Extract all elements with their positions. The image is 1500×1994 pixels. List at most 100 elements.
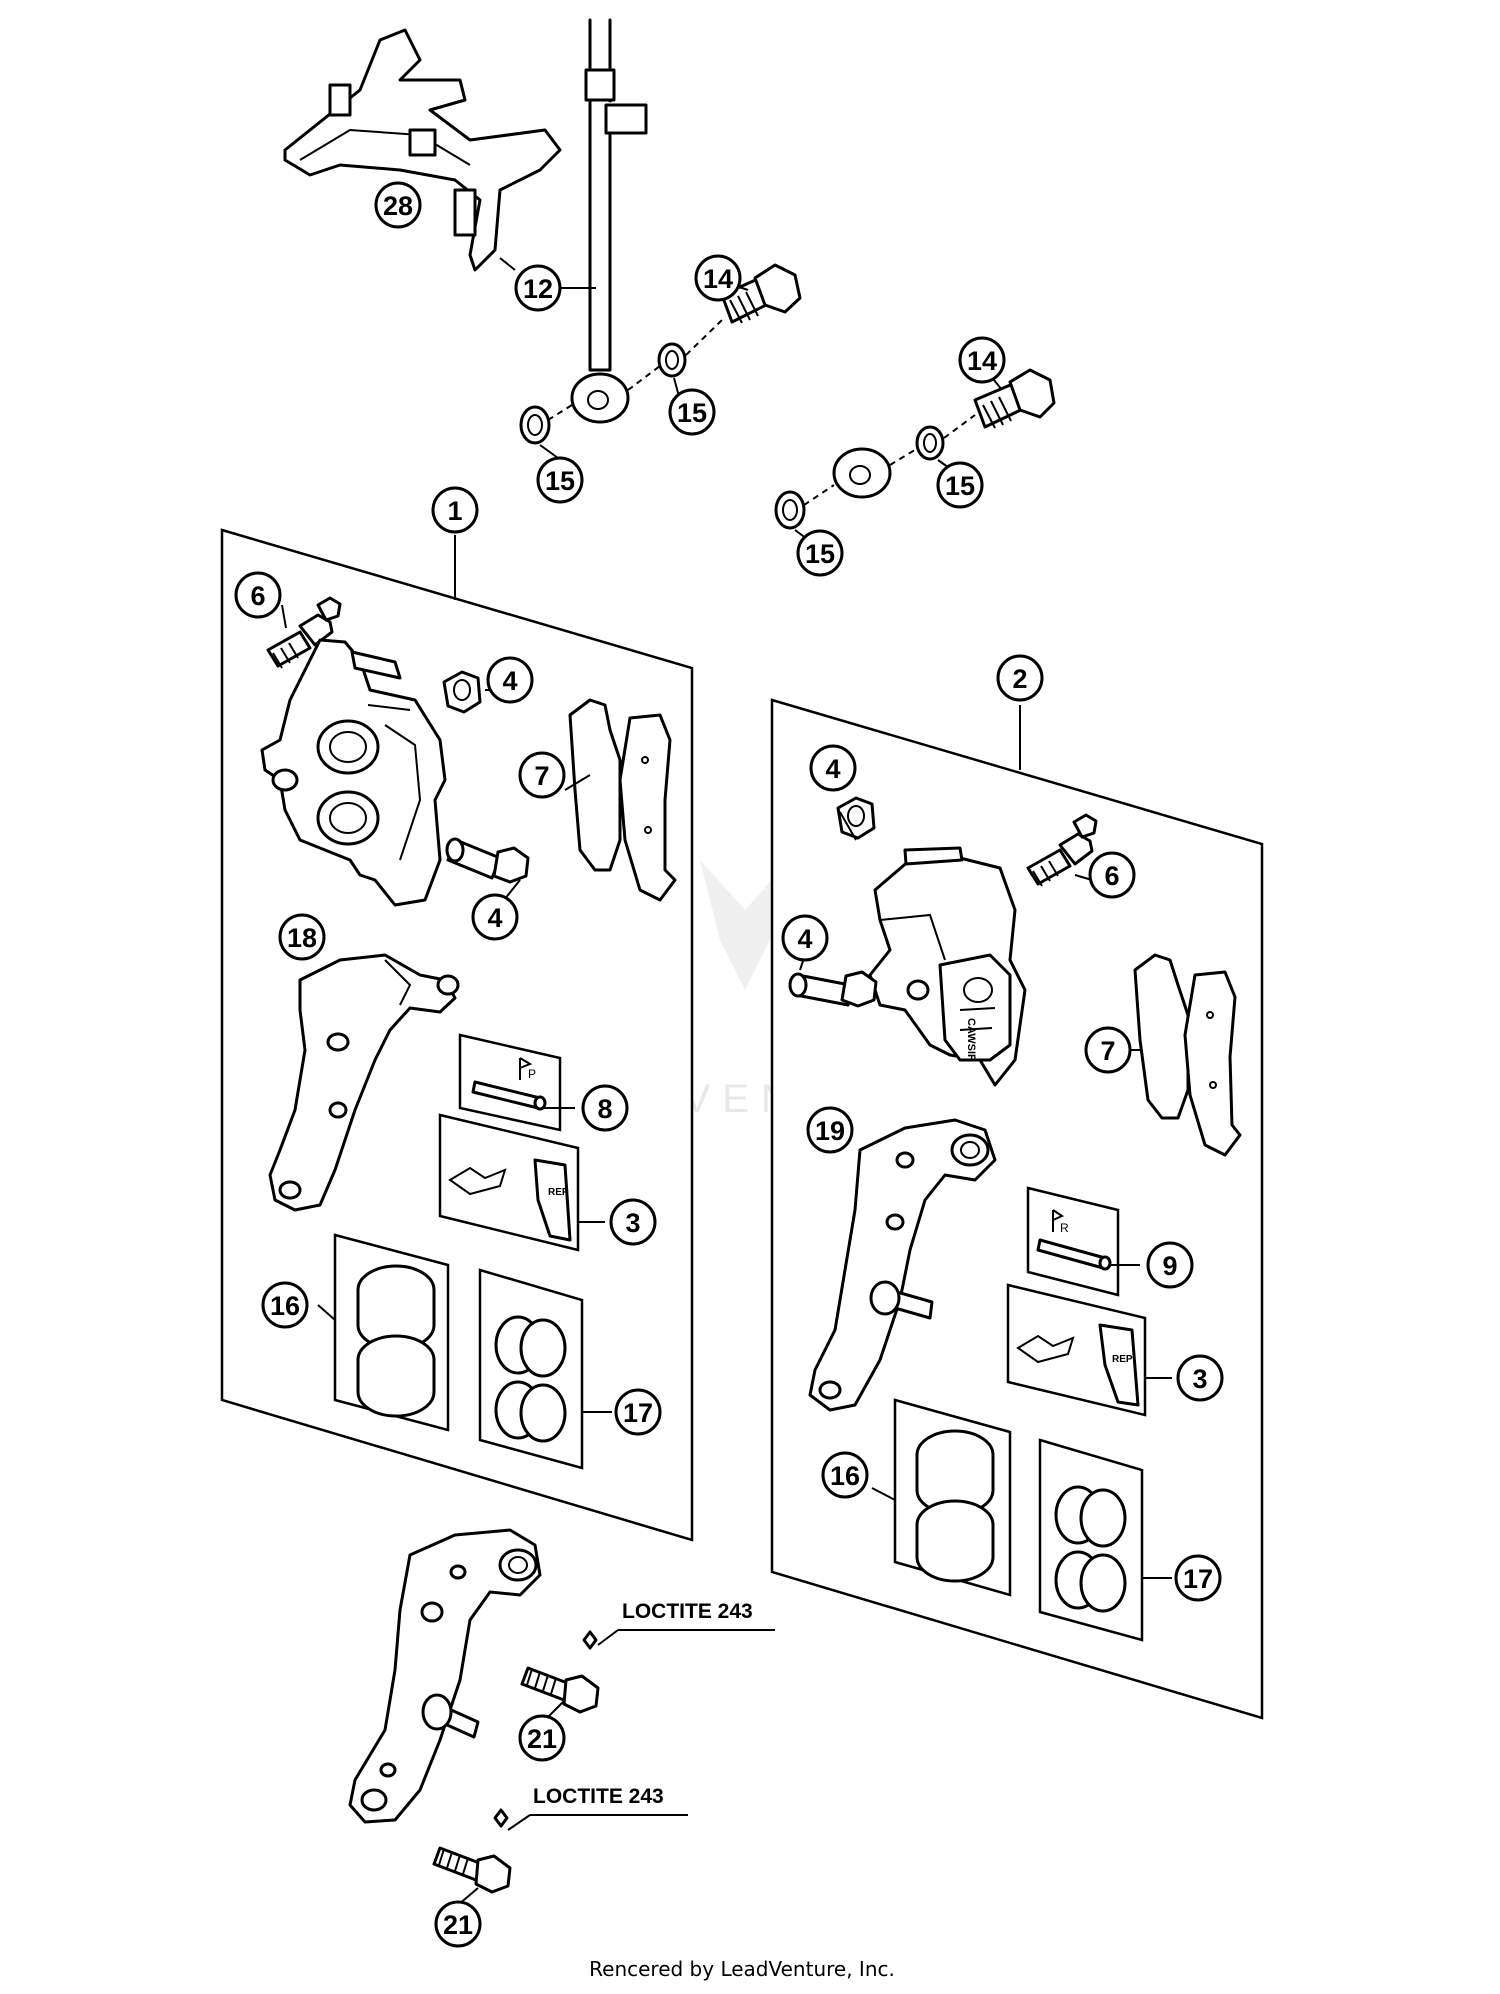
callout-1: 1 (431, 486, 479, 534)
callout-circle (581, 1084, 629, 1132)
callout-number: 14 (967, 346, 997, 376)
pad-pin-kit-right (1026, 1186, 1120, 1297)
bleeder-screw-right (1026, 813, 1098, 887)
brake-pads-left (568, 698, 677, 902)
callout-circle (486, 656, 534, 704)
loctite-label-upper: LOCTITE 243 (622, 1600, 753, 1623)
callout-14: 14 (958, 336, 1006, 384)
callout-number: 6 (1104, 861, 1119, 891)
callout-number: 7 (1100, 1036, 1115, 1066)
callout-number: 16 (830, 1461, 860, 1491)
repair-kit-card-right (1006, 1283, 1147, 1417)
callout-number: 17 (623, 1398, 653, 1428)
brake-caliper-left (260, 638, 447, 907)
callout-circle (431, 486, 479, 534)
callout-number: 21 (443, 1910, 473, 1940)
seal-ring-set-left (478, 1268, 584, 1470)
callout-3: 3 (1176, 1354, 1224, 1402)
caliper-screw-lower (432, 1808, 512, 1894)
callout-number: 4 (825, 754, 840, 784)
callout-7: 7 (518, 751, 566, 799)
callout-4: 4 (486, 656, 534, 704)
callout-number: 9 (1162, 1251, 1177, 1281)
callout-15: 15 (536, 456, 584, 504)
caliper-screw-upper (520, 1630, 600, 1714)
callout-number: 4 (797, 924, 812, 954)
callout-circle (518, 1714, 566, 1762)
callout-number: 3 (625, 1208, 640, 1238)
repair-kit-card-left (438, 1113, 580, 1252)
callout-circle (936, 461, 984, 509)
guide-pin-right (788, 970, 878, 1008)
callout-number: 17 (1183, 1564, 1213, 1594)
callout-18: 18 (278, 913, 326, 961)
callout-12: 12 (514, 264, 562, 312)
callout-circle (806, 1106, 854, 1154)
callout-circle (234, 571, 282, 619)
callout-number: 4 (487, 903, 502, 933)
callout-circle (796, 529, 844, 577)
callout-17: 17 (614, 1388, 662, 1436)
caliper-support-lower (348, 1528, 542, 1824)
callout-circle (609, 1198, 657, 1246)
callout-17: 17 (1174, 1554, 1222, 1602)
callout-number: 21 (527, 1724, 557, 1754)
callout-16: 16 (261, 1281, 309, 1329)
callout-circle (958, 336, 1006, 384)
callout-21: 21 (434, 1900, 482, 1948)
caliper-support-left (268, 953, 460, 1212)
callout-circle (1084, 1026, 1132, 1074)
caliper-support-right (808, 1118, 997, 1412)
callout-circle (261, 1281, 309, 1329)
callout-number: 15 (545, 466, 575, 496)
bleeder-screw-left (266, 596, 342, 669)
brake-caliper-right (868, 846, 1027, 1087)
callout-9: 9 (1146, 1241, 1194, 1289)
callout-15: 15 (796, 529, 844, 577)
sealing-rings (519, 342, 945, 530)
callout-circle (1174, 1554, 1222, 1602)
repair-kit-left-mark: REP (548, 1187, 569, 1198)
callout-circle (809, 744, 857, 792)
callout-circle (536, 456, 584, 504)
footer-credit: Rencered by LeadVenture, Inc. (589, 1957, 895, 1981)
callout-circle (668, 388, 716, 436)
callout-circle (514, 264, 562, 312)
callout-6: 6 (1088, 851, 1136, 899)
callout-2: 2 (996, 654, 1044, 702)
loctite-note-upper: LOCTITE 243 (597, 1600, 775, 1646)
callout-6: 6 (234, 571, 282, 619)
callout-circle (374, 181, 422, 229)
callout-number: 18 (287, 923, 317, 953)
callout-number: 16 (270, 1291, 300, 1321)
callout-number: 3 (1192, 1364, 1207, 1394)
callout-number: 2 (1012, 664, 1027, 694)
callout-number: 15 (945, 471, 975, 501)
callout-circle (821, 1451, 869, 1499)
callout-21: 21 (518, 1714, 566, 1762)
callout-number: 7 (534, 761, 549, 791)
callout-circle (614, 1388, 662, 1436)
callout-number: 19 (815, 1116, 845, 1146)
callout-3: 3 (609, 1198, 657, 1246)
callout-number: 12 (523, 274, 553, 304)
banjo-bolt-lower (973, 368, 1056, 429)
callout-circle (1146, 1241, 1194, 1289)
piston-set-right (893, 1398, 1012, 1597)
pad-pin-kit-left (458, 1033, 562, 1132)
pad-pin-kit-left-label: P (528, 1067, 536, 1081)
guide-bushing-right (836, 796, 876, 840)
callout-19: 19 (806, 1106, 854, 1154)
callout-circle (278, 913, 326, 961)
callout-circle (518, 751, 566, 799)
repair-kit-right-mark: REP (1112, 1354, 1133, 1365)
callout-number: 15 (677, 398, 707, 428)
callout-4: 4 (809, 744, 857, 792)
guide-bushing-left (442, 670, 482, 714)
callout-number: 4 (502, 666, 517, 696)
callout-number: 14 (703, 264, 733, 294)
callout-15: 15 (936, 461, 984, 509)
caliper-brand-label: CAWSIR (965, 1018, 977, 1062)
callout-number: 15 (805, 539, 835, 569)
